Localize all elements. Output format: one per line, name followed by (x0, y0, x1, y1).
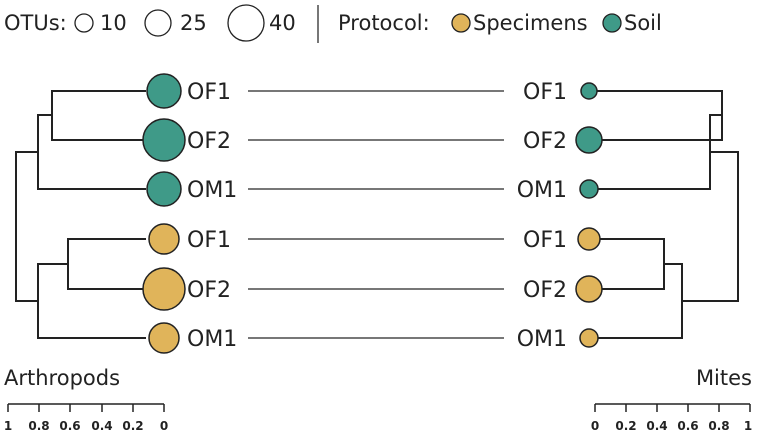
left-scale-tick-label: 0.2 (122, 419, 143, 433)
right-scale-tick-label: 0.6 (677, 419, 698, 433)
right-leaf-label: OM1 (517, 327, 567, 352)
left-scale-tick-label: 0 (160, 419, 168, 433)
right-branch-of1-of2 (590, 90, 723, 141)
otu-size-40-label: 40 (269, 11, 296, 35)
left-branch-of1-of2 (51, 90, 146, 141)
left-scale-bar: 1 0.8 0.6 0.4 0.2 0 (4, 403, 168, 433)
right-root-branch (682, 151, 739, 302)
right-leaf-label: OF1 (523, 228, 567, 253)
protocol-legend-label: Protocol: (338, 11, 430, 35)
right-scale-tick-label: 1 (744, 419, 752, 433)
soil-legend-swatch (602, 13, 622, 33)
left-tree-title: Arthropods (4, 366, 120, 390)
right-leaf-node (575, 275, 603, 303)
right-leaf-node (580, 82, 598, 100)
left-leaf-label: OM1 (187, 327, 237, 352)
left-leaf-label: OF1 (187, 80, 231, 105)
left-scale-tick-label: 0.4 (91, 419, 112, 433)
left-leaf-label: OM1 (187, 178, 237, 203)
left-scale-tick-label: 0.6 (59, 419, 80, 433)
connectors (248, 90, 504, 339)
left-leaves: OF1 OF2 OM1 OF1 OF2 OM1 (142, 73, 237, 354)
right-scale-bar: 0 0.2 0.4 0.6 0.8 1 (591, 403, 752, 433)
left-dendrogram (15, 90, 146, 339)
specimens-legend-swatch (451, 13, 471, 33)
right-leaf-label: OF2 (523, 278, 567, 303)
right-leaf-label: OF2 (523, 129, 567, 154)
right-scale-tick-label: 0.4 (646, 419, 667, 433)
otu-size-40-symbol (227, 4, 265, 42)
left-branch-specimens-clade (37, 263, 146, 339)
left-leaf-label: OF2 (187, 129, 231, 154)
soil-legend-label: Soil (624, 11, 662, 35)
otus-legend-label: OTUs: (4, 11, 67, 35)
right-scale-tick-label: 0.8 (708, 419, 729, 433)
left-leaf-node (148, 223, 180, 255)
right-leaf-node (579, 179, 599, 199)
right-leaves: OF1 OF2 OM1 OF1 OF2 OM1 (517, 80, 603, 352)
otu-size-25-symbol (144, 9, 172, 37)
left-root-branch (15, 151, 38, 302)
left-leaf-node (146, 73, 182, 109)
otu-size-10-label: 10 (100, 11, 127, 35)
left-leaf-node (146, 171, 182, 207)
right-leaf-label: OF1 (523, 80, 567, 105)
left-leaf-label: OF2 (187, 278, 231, 303)
left-leaf-node (142, 267, 186, 311)
right-branch-soil-clade (590, 114, 722, 190)
right-leaf-label: OM1 (517, 178, 567, 203)
left-scale-tick-label: 0.8 (28, 419, 49, 433)
left-scale-tick-label: 1 (4, 419, 12, 433)
right-branch-specimens-clade (590, 263, 683, 339)
right-tree-title: Mites (696, 366, 752, 390)
left-leaf-node (142, 118, 186, 162)
right-scale-tick-label: 0.2 (615, 419, 636, 433)
left-leaf-node (148, 322, 180, 354)
left-leaf-label: OF1 (187, 228, 231, 253)
legend: OTUs: 10 25 40 Protocol: Specimens Soil (4, 4, 662, 43)
right-leaf-node (577, 227, 601, 251)
right-scale-tick-label: 0 (591, 419, 599, 433)
specimens-legend-label: Specimens (473, 11, 588, 35)
right-dendrogram (590, 90, 739, 339)
left-branch-spec-of1-of2 (67, 238, 146, 290)
right-leaf-node (575, 126, 603, 154)
otu-size-10-symbol (74, 13, 94, 33)
otu-size-25-label: 25 (180, 11, 207, 35)
right-leaf-node (579, 328, 599, 348)
left-branch-soil-clade (37, 114, 146, 190)
right-branch-spec-of1-of2 (590, 238, 665, 290)
